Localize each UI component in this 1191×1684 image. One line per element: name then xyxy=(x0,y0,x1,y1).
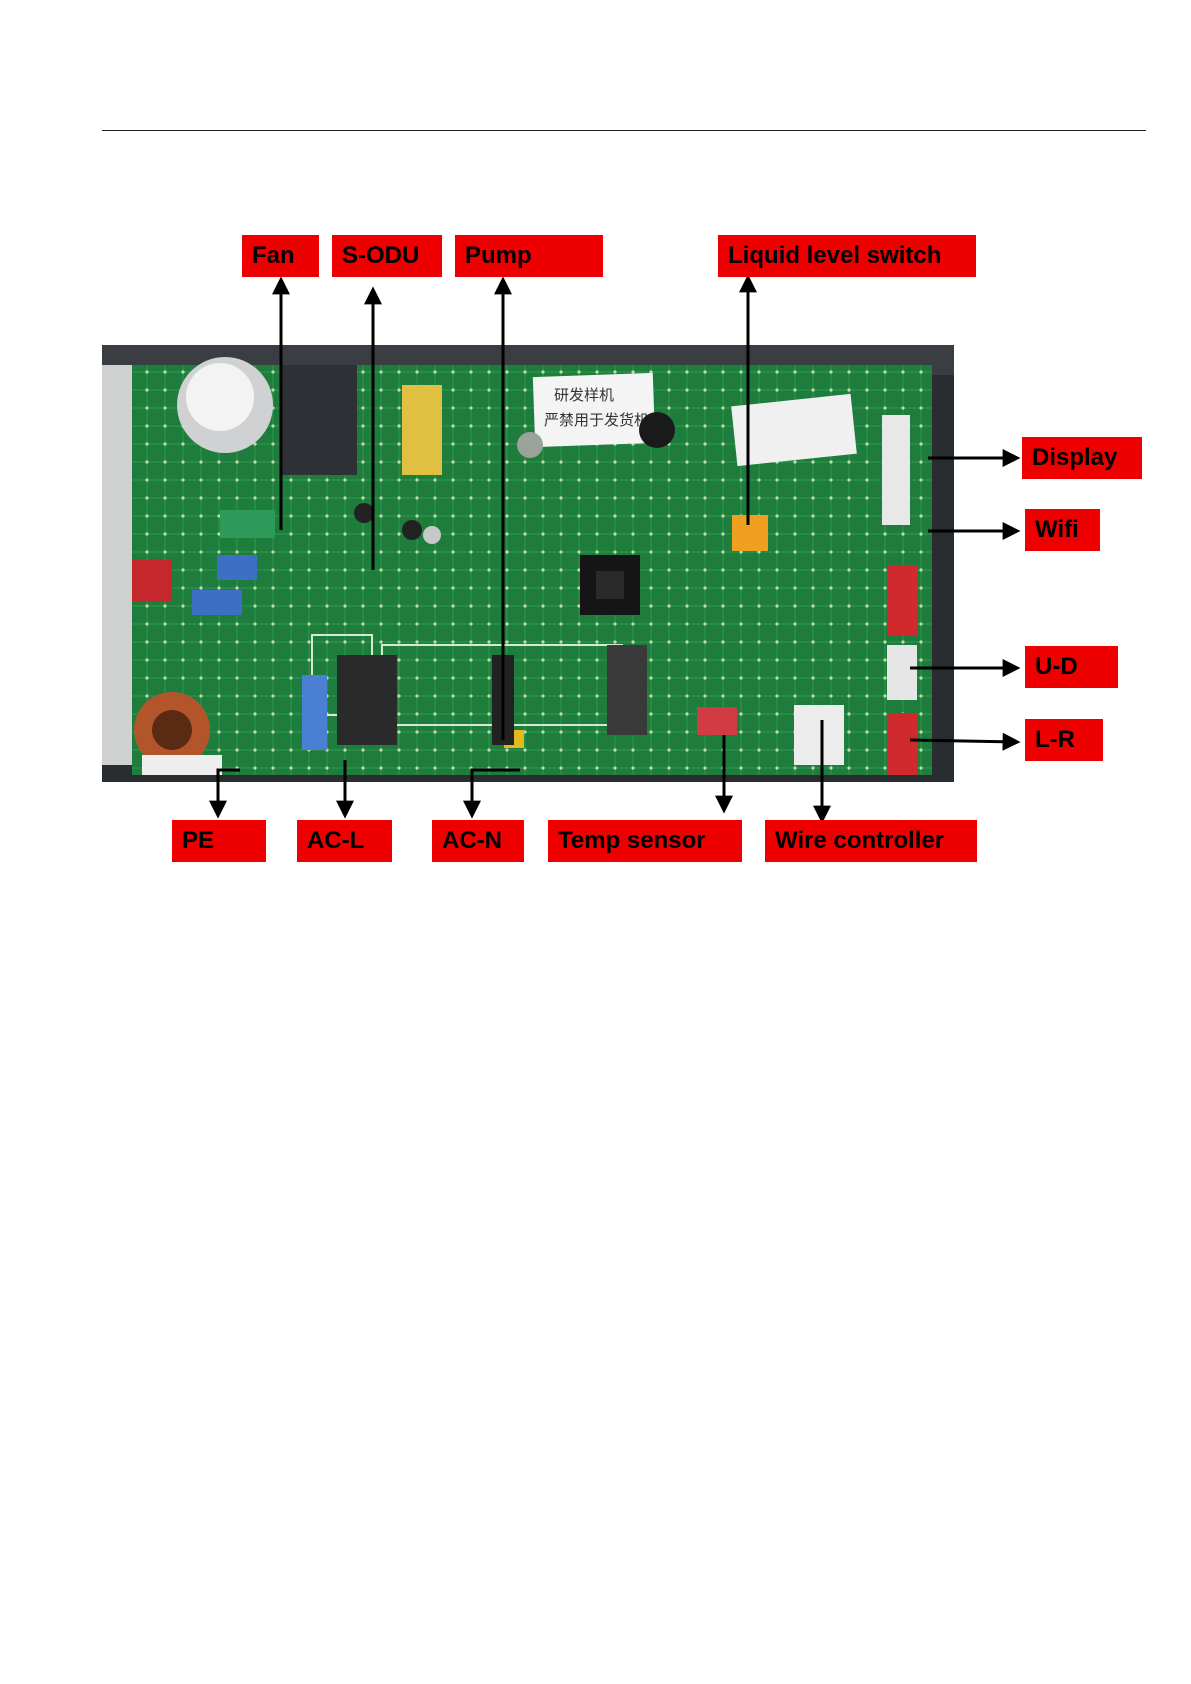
label-display: Display xyxy=(1022,437,1142,479)
label-wire-controller: Wire controller xyxy=(765,820,977,862)
label-pe: PE xyxy=(172,820,266,862)
ac-n-arrow xyxy=(472,770,520,815)
label-l-r: L-R xyxy=(1025,719,1103,761)
label-s-odu: S-ODU xyxy=(332,235,442,277)
label-fan: Fan xyxy=(242,235,319,277)
label-temp-sensor: Temp sensor xyxy=(548,820,742,862)
label-u-d: U-D xyxy=(1025,646,1118,688)
label-liquid-level-switch: Liquid level switch xyxy=(718,235,976,277)
l-r-arrow xyxy=(910,740,1017,742)
label-ac-n: AC-N xyxy=(432,820,524,862)
label-wifi: Wifi xyxy=(1025,509,1100,551)
label-ac-l: AC-L xyxy=(297,820,392,862)
label-pump: Pump xyxy=(455,235,603,277)
pe-arrow xyxy=(218,770,240,815)
